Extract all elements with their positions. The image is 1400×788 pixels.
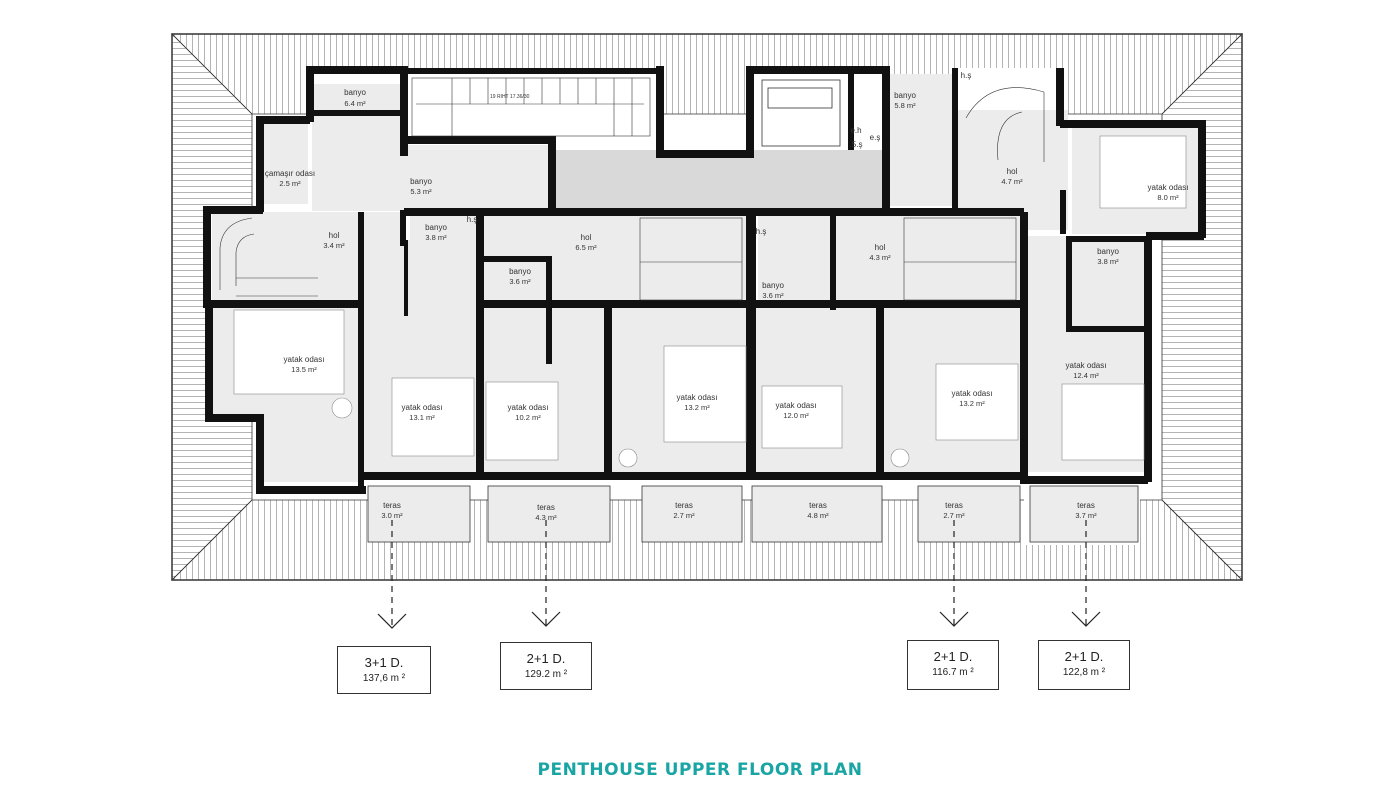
leader-arrows xyxy=(377,520,1101,629)
room-area: 2.7 m² xyxy=(673,511,695,520)
room-area: 3.8 m² xyxy=(1097,257,1119,266)
room-name: teras xyxy=(945,501,963,510)
room-area: 13.2 m² xyxy=(684,403,710,412)
page-title: PENTHOUSE UPPER FLOOR PLAN xyxy=(537,760,863,780)
room-area: 12.4 m² xyxy=(1073,371,1099,380)
unit-card: 2+1 D. 122,8 m ² xyxy=(1038,640,1130,690)
room-name: teras xyxy=(809,501,827,510)
room-area: 4.8 m² xyxy=(807,511,829,520)
room-area: 4.7 m² xyxy=(1001,177,1023,186)
room-name: banyo xyxy=(762,281,784,290)
room-area: 13.1 m² xyxy=(409,413,435,422)
hs-label: h.ş xyxy=(756,227,767,236)
room-area: 3.0 m² xyxy=(381,511,403,520)
room-area: 3.6 m² xyxy=(762,291,784,300)
room-name: hol xyxy=(329,231,340,240)
unit-area: 129.2 m ² xyxy=(524,669,568,680)
main-stair-label: 19 RIHT 17.36/30 xyxy=(490,94,530,100)
hs-label: h.ş xyxy=(961,71,972,80)
room-area: 10.2 m² xyxy=(515,413,541,422)
room-area: 5.8 m² xyxy=(894,101,916,110)
room-name: yatak odası xyxy=(776,401,817,410)
shaft-label: e.ş xyxy=(870,133,881,142)
room-name: banyo xyxy=(1097,247,1119,256)
room-name: çamaşır odası xyxy=(265,169,315,178)
elevator xyxy=(761,79,841,147)
room-area: 2.7 m² xyxy=(943,511,965,520)
room-name: yatak odası xyxy=(677,393,718,402)
unit-card: 3+1 D. 137,6 m ² xyxy=(337,646,431,694)
room-area: 3.6 m² xyxy=(509,277,531,286)
unit-type: 3+1 D. xyxy=(364,655,404,670)
room-area: 4.3 m² xyxy=(535,513,557,522)
room-name: yatak odası xyxy=(284,355,325,364)
center-stair-right xyxy=(903,217,1017,301)
room-area: 12.0 m² xyxy=(783,411,809,420)
room-area: 5.3 m² xyxy=(410,187,432,196)
room-name: teras xyxy=(675,501,693,510)
room-name: banyo xyxy=(894,91,916,100)
room-labels: banyo 6.4 m² çamaşır odası 2.5 m² banyo … xyxy=(265,71,1189,522)
room-name: banyo xyxy=(425,223,447,232)
unit-card: 2+1 D. 129.2 m ² xyxy=(500,642,592,690)
room-name: teras xyxy=(1077,501,1095,510)
room-name: banyo xyxy=(509,267,531,276)
unit-type: 2+1 D. xyxy=(933,649,973,664)
room-name: hol xyxy=(581,233,592,242)
unit-type: 2+1 D. xyxy=(526,651,566,666)
unit-card: 2+1 D. 116.7 m ² xyxy=(907,640,999,690)
unit-area: 137,6 m ² xyxy=(362,673,406,684)
room-name: hol xyxy=(875,243,886,252)
main-stair xyxy=(411,77,651,137)
room-area: 8.0 m² xyxy=(1157,193,1179,202)
room-area: 2.5 m² xyxy=(279,179,301,188)
walls xyxy=(203,66,1206,494)
room-name: hol xyxy=(1007,167,1018,176)
room-name: teras xyxy=(383,501,401,510)
room-name: yatak odası xyxy=(1066,361,1107,370)
room-area: 13.5 m² xyxy=(291,365,317,374)
shaft-label: e.h xyxy=(850,126,861,135)
room-name: banyo xyxy=(344,88,366,97)
room-name: banyo xyxy=(410,177,432,186)
room-area: 6.5 m² xyxy=(575,243,597,252)
center-stair-left xyxy=(639,217,743,301)
right-spiral-stair xyxy=(965,87,1045,162)
room-name: yatak odası xyxy=(508,403,549,412)
unit-type: 2+1 D. xyxy=(1064,649,1104,664)
unit-area: 122,8 m ² xyxy=(1062,667,1106,678)
room-name: yatak odası xyxy=(402,403,443,412)
shaft-label: .5.ş xyxy=(850,140,863,149)
room-area: 13.2 m² xyxy=(959,399,985,408)
room-area: 4.3 m² xyxy=(869,253,891,262)
room-area: 3.7 m² xyxy=(1075,511,1097,520)
room-name: teras xyxy=(537,503,555,512)
room-name: yatak odası xyxy=(952,389,993,398)
furniture xyxy=(233,135,1187,468)
room-area: 3.4 m² xyxy=(323,241,345,250)
room-area: 3.8 m² xyxy=(425,233,447,242)
hs-label: h.ş xyxy=(467,215,478,224)
left-spiral-stair xyxy=(219,217,318,297)
unit-area: 116.7 m ² xyxy=(932,667,974,678)
room-name: yatak odası xyxy=(1148,183,1189,192)
room-area: 6.4 m² xyxy=(344,99,366,108)
